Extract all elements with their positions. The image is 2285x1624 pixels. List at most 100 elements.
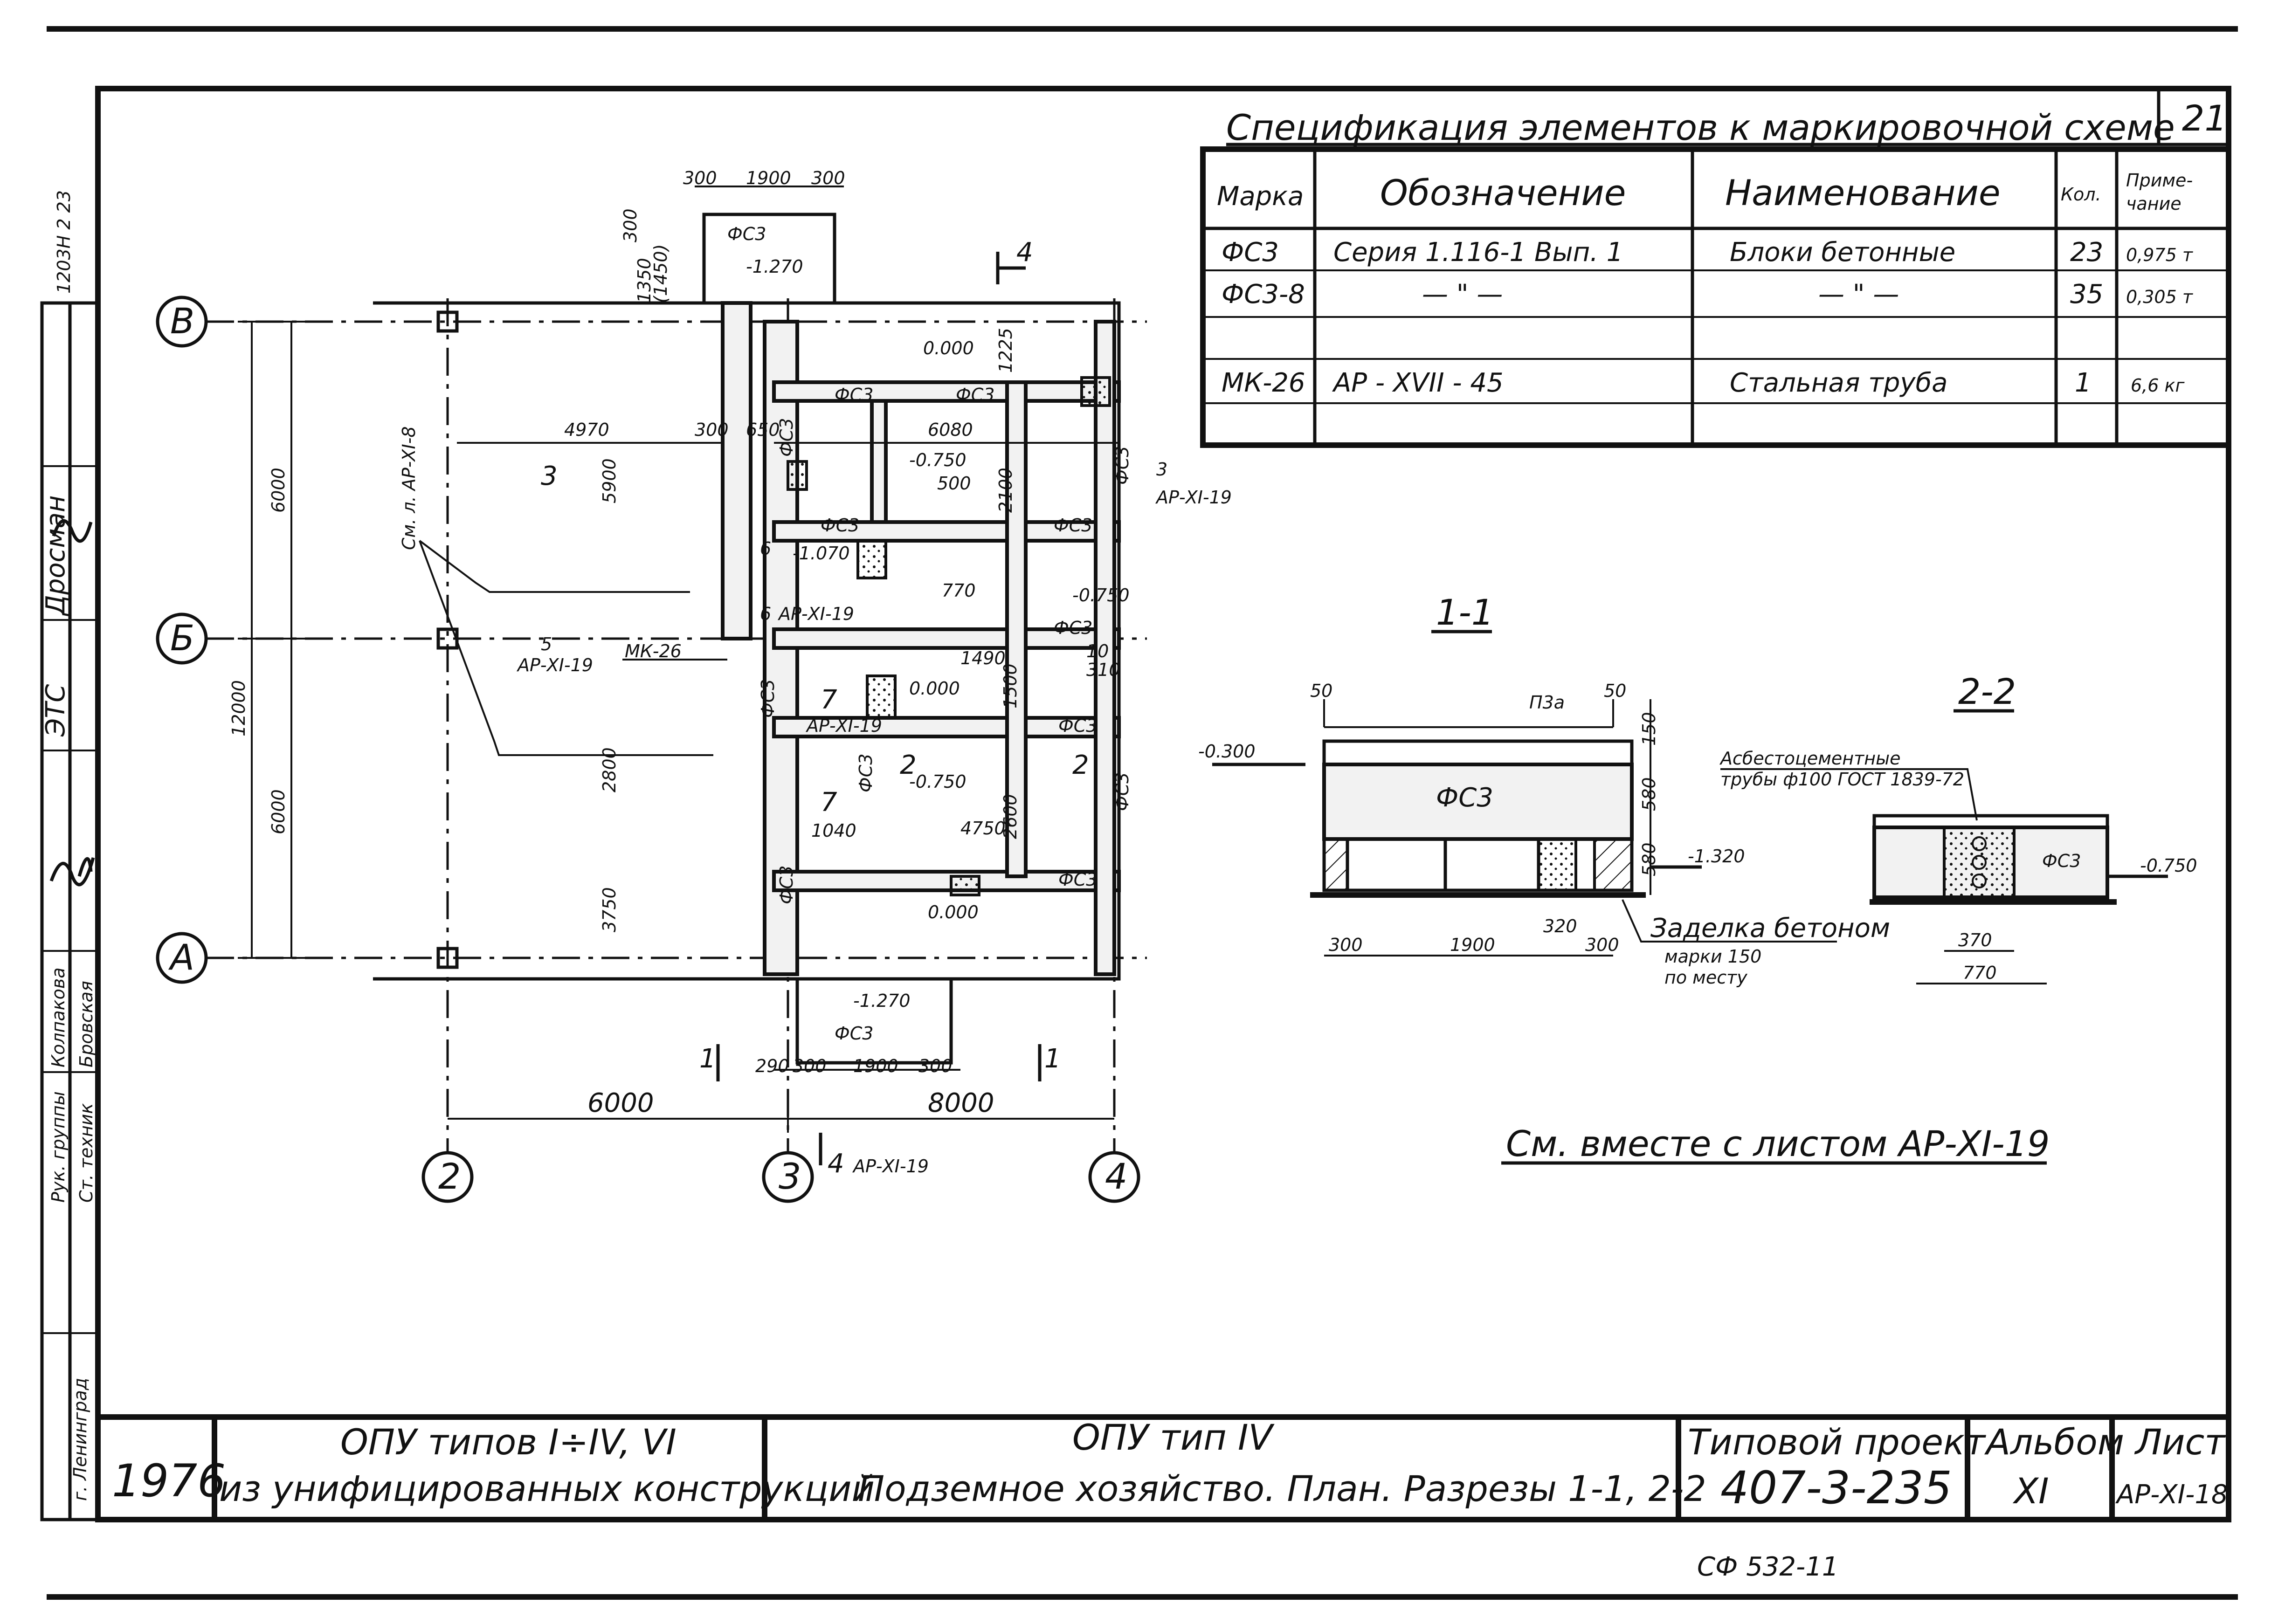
side-label-1: Рук. группы [48,1091,69,1203]
section11-block: ФС3 [1436,783,1493,813]
axis-bubble-col-3: 4 [1088,298,1140,1203]
section-mark-3l: 3 [541,461,558,491]
stamp-mid-2: Подземное хозяйство. План. Разрезы 1-1, … [858,1468,1706,1509]
dim-4750: 4750 [960,818,1006,839]
stamp-sheet-number: АР-XI-18 [2115,1479,2228,1510]
section11-pipe: П3а [1529,692,1565,713]
stamp-left-1: ОПУ типов I÷IV, VI [340,1421,677,1463]
sheet-no-top: 21 [2182,97,2227,139]
pipe-callout: МК-26 [625,641,682,661]
dim-650: 650 [746,420,780,440]
stamp-mid-1: ОПУ тип IV [1072,1417,1275,1458]
side-label-5: ЭТС [41,684,71,737]
section-mark-6b: 6 [760,604,771,624]
level-2: -0.750 [909,450,966,470]
axis-label-a: А [168,936,194,978]
side-label-2: Ст. техник [76,1103,97,1203]
section22-dim-1: 370 [1958,930,1992,950]
section11-dim-b1: 300 [1329,935,1363,955]
stamp-project-label: Типовой проект [1688,1421,1987,1463]
dim-2800: 2800 [599,747,620,792]
dim-1040: 1040 [811,820,856,841]
block-label: ФС3 [776,418,797,457]
ref-callout: См. л. АР-XI-8 [399,426,419,550]
axis-label-4: 4 [1105,1156,1127,1197]
see-also-note: См. вместе с листом АР-XI-19 [1506,1123,2050,1164]
level-7: 0.000 [928,902,979,922]
dim-4970: 4970 [564,420,609,440]
dim-500: 500 [937,473,971,494]
section-mark-2r: 2 [1072,750,1089,780]
dim-top-3: 300 [811,168,845,188]
stamp-project-number: 407-3-235 [1720,1462,1952,1514]
col-mark: Марка [1217,181,1304,212]
section-mark-2l: 2 [900,750,917,780]
col-note-2: чание [2126,193,2181,214]
section-mark-5: 5 [541,634,552,654]
dim-3750: 3750 [599,887,620,932]
block-label: ФС3 [1058,716,1097,736]
row2-qty: 35 [2070,279,2103,310]
block-label: ФС3 [758,679,778,718]
section-2-2: 2-2 Асбестоцементные трубы ф100 ГОСТ 183… [1719,671,2197,984]
dim-bot-s4: 300 [918,1056,953,1076]
dim-300: 300 [695,420,729,440]
col-designation: Обозначение [1380,172,1626,213]
section-mark-4b: 4 [828,1149,844,1179]
level-3: -1.070 [793,543,850,564]
bottom-block: ФС3 [835,1023,873,1044]
spec-row: ФС3 Серия 1.116-1 Вып. 1 Блоки бетонные … [1222,237,2194,268]
axis-label-3: 3 [779,1156,801,1197]
dim-300b: 310 [1086,660,1120,680]
row2-mark: ФС3-8 [1222,279,1305,310]
section11-note-1: Заделка бетоном [1650,913,1890,943]
dim-1225: 1225 [995,328,1016,373]
section11-dim-top-r: 50 [1604,681,1626,701]
axis-bubble-row-3: А [156,932,1147,984]
dim-6080: 6080 [928,420,973,440]
row2-note: 0,305 т [2126,287,2194,307]
spec-row: ФС3-8 — " — — " — 35 0,305 т [1222,279,2194,310]
axis-label-b: Б [170,617,194,659]
section-1-1: 1-1 -0.300 ФС3 50 50 П3а 150 580 580 -1.… [1198,592,1890,988]
axis-bubble-col-2: 3 [762,298,814,1203]
title-block: 1976 ОПУ типов I÷IV, VI из унифицированн… [70,1378,2231,1522]
corner-code: 1203Н 2 23 [54,190,74,294]
section11-level-bottom: -1.320 [1688,846,1745,867]
side-label-3: Колпакова [48,967,69,1067]
signature-3 [77,857,93,877]
stamp-city: г. Ленинград [70,1378,90,1501]
dim-top-v3: (1450) [650,244,671,303]
dim-2600: 2600 [1000,794,1021,839]
section-ref-4b: АР-XI-19 [852,1156,929,1177]
dim-bottom-a: 6000 [587,1088,654,1118]
plan: В Б А 2 3 4 [156,168,1232,1203]
row1-qty: 23 [2070,237,2103,268]
section-ref-7: АР-XI-19 [805,716,882,736]
col-note-1: Приме- [2126,170,2193,191]
block-label: ФС3 [856,754,876,792]
row4-designation: АР - XVII - 45 [1332,368,1504,398]
side-label-4: Бровская [76,981,97,1067]
dim-top-2: 1900 [746,168,791,188]
section-mark-7a: 7 [821,685,837,715]
dim-1490: 1490 [960,648,1006,668]
dim-5900: 5900 [599,458,620,503]
section-mark-7b: 7 [821,787,837,818]
stamp-year: 1976 [112,1455,226,1507]
spec-title: Спецификация элементов к маркировочной с… [1226,107,2175,148]
section11-dim-r1: 150 [1639,712,1659,746]
dim-2100: 2100 [995,468,1016,513]
row4-mark: МК-26 [1222,368,1305,398]
axis-bubble-row-1: В [156,296,1147,348]
section22-dim-2: 770 [1963,963,1997,983]
section11-dim-r2: 580 [1639,777,1659,811]
top-block: ФС3 [727,224,766,244]
row4-qty: 1 [2075,368,2092,398]
dim-left-total: 12000 [228,680,249,736]
section-ref-5: АР-XI-19 [516,655,593,675]
dim-top-1: 300 [683,168,717,188]
dim-bottom-b: 8000 [928,1088,994,1118]
bottom-level: -1.270 [853,991,911,1011]
